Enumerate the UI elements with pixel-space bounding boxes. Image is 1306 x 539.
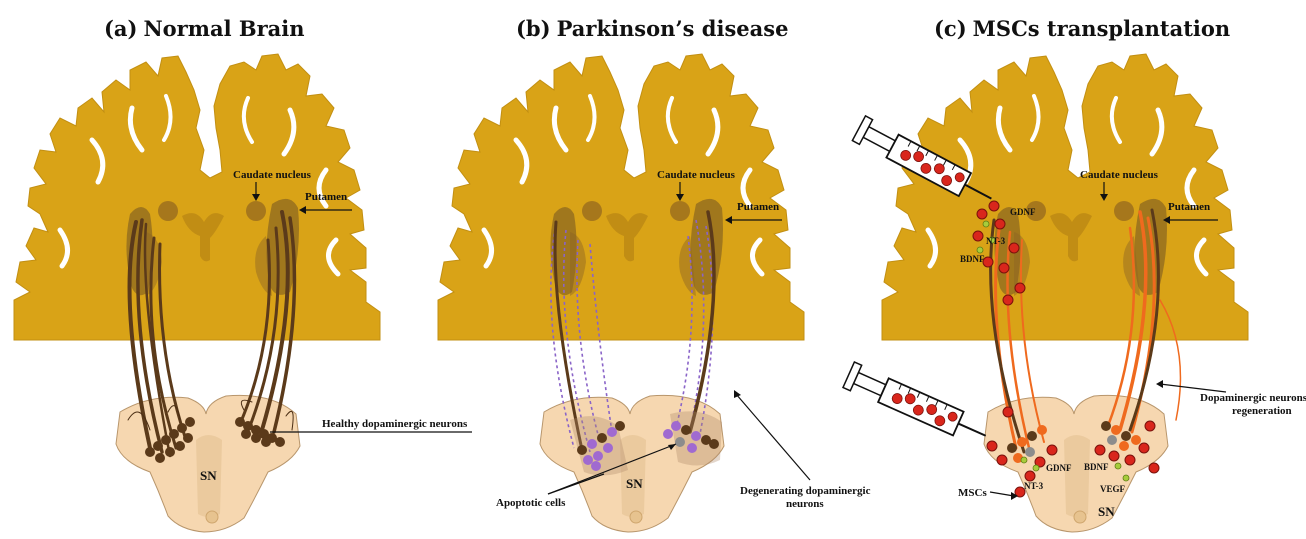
panel-a-title: (a)Normal Brain (104, 16, 305, 41)
putamen-label: Putamen (737, 201, 779, 213)
regen-label-1: Dopaminergic neurons (1200, 392, 1306, 404)
caudate-label: Caudate nucleus (1080, 169, 1159, 181)
caudate-label: Caudate nucleus (233, 169, 312, 181)
bdnf-bottom-label: BDNF (1084, 462, 1109, 472)
caudate-label: Caudate nucleus (657, 169, 736, 181)
degenerating-label-2: neurons (786, 498, 824, 510)
panel-a: (a)Normal Brain Caudate nucleus Putamen (14, 16, 472, 532)
regen-label-2: regeneration (1232, 405, 1292, 417)
panel-b-heading: Parkinson’s disease (557, 16, 789, 41)
putamen-label: Putamen (1168, 201, 1210, 213)
panel-a-letter: (a) (104, 16, 137, 41)
nt3-bottom-label: NT-3 (1024, 481, 1044, 491)
panel-b-letter: (b) (516, 16, 551, 41)
panel-a-brain (14, 54, 380, 532)
apoptotic-label: Apoptotic cells (496, 497, 566, 509)
panel-c: (c)MSCs transplantation (843, 16, 1306, 532)
panel-c-letter: (c) (934, 16, 967, 41)
bdnf-top-label: BDNF (960, 254, 985, 264)
syringe-bottom (843, 362, 991, 449)
panel-c-title: (c)MSCs transplantation (934, 16, 1230, 41)
nt3-top-label: NT-3 (986, 236, 1006, 246)
panel-a-heading: Normal Brain (143, 16, 304, 41)
sn-label: SN (200, 468, 217, 483)
degenerating-label-1: Degenerating dopaminergic (740, 485, 871, 497)
gdnf-top-label: GDNF (1010, 207, 1036, 217)
healthy-neurons-label: Healthy dopaminergic neurons (322, 418, 468, 430)
panel-c-heading: MSCs transplantation (973, 16, 1231, 41)
panel-c-brain (882, 54, 1248, 532)
panel-b: (b)Parkinson’s disease Caudate n (438, 16, 871, 532)
vegf-bottom-label: VEGF (1100, 484, 1126, 494)
gdnf-bottom-label: GDNF (1046, 463, 1072, 473)
panel-b-title: (b)Parkinson’s disease (516, 16, 788, 41)
sn-label: SN (626, 476, 643, 491)
mscs-label: MSCs (958, 487, 987, 499)
sn-label: SN (1098, 504, 1115, 519)
putamen-label: Putamen (305, 191, 347, 203)
